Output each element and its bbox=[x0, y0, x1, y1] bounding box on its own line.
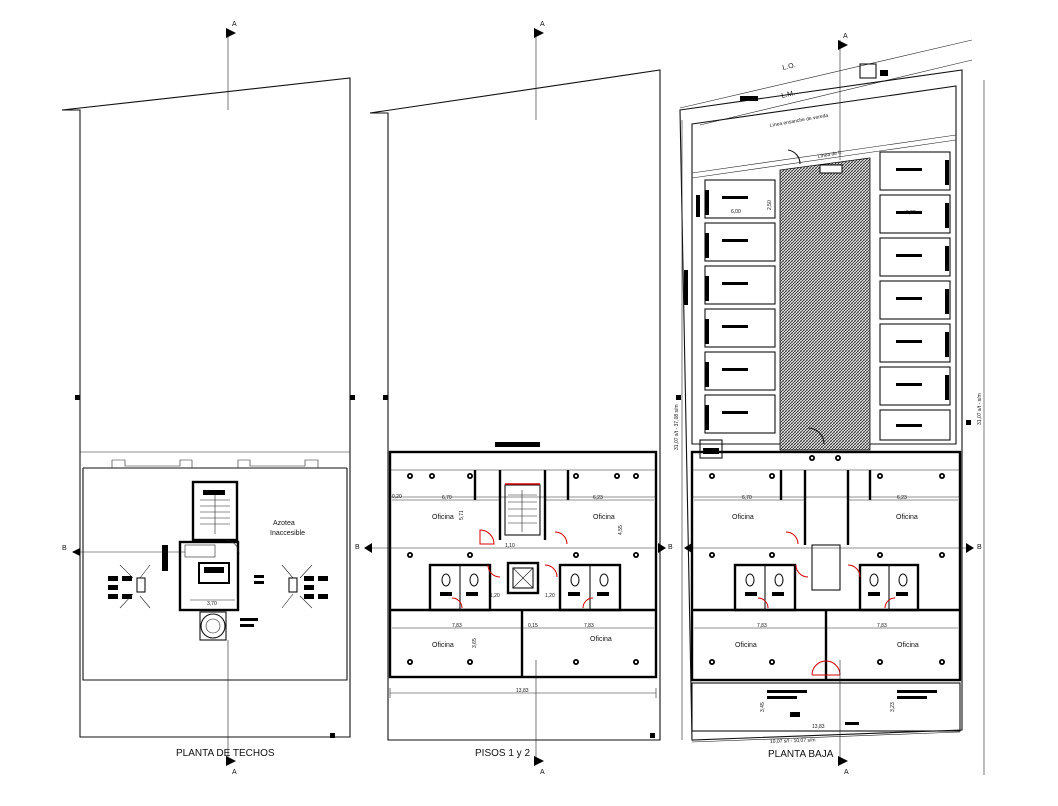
section-mark-a-floors-top: A bbox=[540, 21, 545, 28]
section-mark-b-roof-left: B bbox=[62, 545, 67, 552]
ground-parking-area bbox=[691, 85, 957, 445]
floors-dim-right-bottom: 7,83 bbox=[584, 623, 594, 629]
ground-plan-title: PLANTA BAJA bbox=[768, 749, 834, 760]
parking-dim-left: 6,00 bbox=[731, 209, 741, 215]
ground-dim-3-45: 3,45 bbox=[760, 702, 766, 712]
section-mark-b-ground-right: B bbox=[977, 544, 982, 551]
floors-dim-right-top: 6,23 bbox=[593, 495, 603, 501]
floors-dim-center: 0,15 bbox=[528, 623, 538, 629]
roof-plan-title: PLANTA DE TECHOS bbox=[176, 748, 275, 759]
floors-dim-side: 0,20 bbox=[392, 494, 402, 500]
ground-dim-right-bottom: 7,83 bbox=[877, 623, 887, 629]
floors-office-label-3: Oficina bbox=[432, 642, 454, 649]
driveway-hatch bbox=[779, 157, 871, 451]
ensanche-label: Línea ensanche de vereda bbox=[769, 113, 829, 129]
section-mark-a-roof-bottom: A bbox=[232, 769, 237, 776]
linea-fr-label: Línea de fr. bbox=[817, 150, 843, 160]
floors-dim-height-a: 5,71 bbox=[459, 510, 465, 520]
inaccesible-label: Inaccesible bbox=[270, 530, 305, 537]
floors-dim-left-bottom: 7,83 bbox=[452, 623, 462, 629]
water-tank bbox=[200, 613, 226, 639]
azotea-label: Azotea bbox=[273, 520, 295, 527]
lo-label: L.O. bbox=[782, 62, 797, 72]
roof-vents-left bbox=[108, 564, 151, 609]
floors-office-label-4: Oficina bbox=[590, 636, 612, 643]
floors-dim-wc-right: 1,20 bbox=[545, 593, 555, 599]
floors-lot-outline bbox=[369, 69, 661, 741]
floors-office-label-1: Oficina bbox=[432, 514, 454, 521]
ground-dim-right-side: 31,07 s/t - s/m bbox=[977, 393, 983, 425]
section-mark-b-floors-right: B bbox=[668, 544, 673, 551]
ground-dim-left-bottom: 7,83 bbox=[757, 623, 767, 629]
floors-dim-left-top: 6,70 bbox=[442, 495, 452, 501]
floors-dim-core: 1,10 bbox=[505, 543, 515, 549]
ground-dim-3-23: 3,23 bbox=[890, 702, 896, 712]
roof-stair-core bbox=[191, 480, 239, 542]
roof-plan: 3,70 Azotea Inaccesible A A B PLANTA DE … bbox=[61, 21, 355, 776]
ground-plan: L.O. L.M. Línea ensanche de vereda Línea… bbox=[674, 33, 985, 776]
ground-dim-left-side: 31,07 s/t - 37,08 s/m bbox=[674, 404, 680, 450]
roof-lot-outline bbox=[61, 77, 351, 738]
floors-plan: Oficina Oficina Oficina Oficina 6,70 6,2… bbox=[355, 21, 673, 776]
parking-dim-depth: 2,50 bbox=[767, 200, 773, 210]
floors-dim-height-c: 3,65 bbox=[472, 638, 478, 648]
section-mark-a-floors-bottom: A bbox=[540, 769, 545, 776]
floors-dim-height-b: 4,55 bbox=[618, 525, 624, 535]
section-mark-a-ground-top: A bbox=[843, 33, 848, 40]
ground-dim-left-top: 6,70 bbox=[742, 495, 752, 501]
ground-dim-front: 13,83 bbox=[812, 724, 825, 730]
ground-office-label-3: Oficina bbox=[735, 642, 757, 649]
floors-dim-wc-left: 1,20 bbox=[490, 593, 500, 599]
parking-stalls-right bbox=[879, 151, 951, 441]
section-mark-a-roof-top: A bbox=[232, 21, 237, 28]
ground-dim-bottom: 10,07 s/t - 10,07 s/m bbox=[770, 737, 816, 745]
parking-stalls-left bbox=[704, 179, 776, 434]
ground-office-label-2: Oficina bbox=[896, 514, 918, 521]
floors-office-label-2: Oficina bbox=[593, 514, 615, 521]
parking-dim-right: 6,00 bbox=[906, 210, 916, 216]
roof-machine-room bbox=[178, 540, 240, 612]
roof-vents-right bbox=[281, 564, 328, 609]
ground-office-label-1: Oficina bbox=[732, 514, 754, 521]
ground-office-label-4: Oficina bbox=[897, 642, 919, 649]
floors-dim-total: 13,83 bbox=[516, 688, 529, 694]
floors-plan-title: PISOS 1 y 2 bbox=[475, 748, 530, 759]
roof-dim-stair: 3,70 bbox=[207, 601, 217, 607]
section-mark-b-floors-left: B bbox=[355, 544, 360, 551]
ground-dim-right-top: 6,23 bbox=[897, 495, 907, 501]
section-mark-a-ground-bottom: A bbox=[844, 769, 849, 776]
